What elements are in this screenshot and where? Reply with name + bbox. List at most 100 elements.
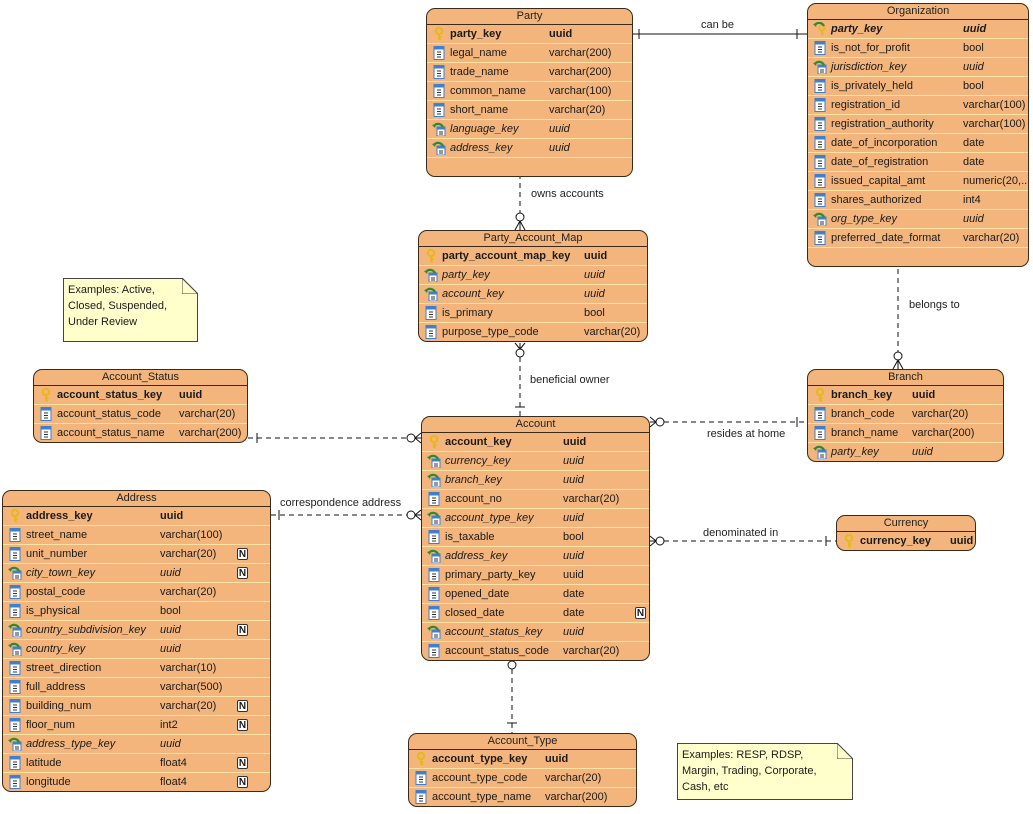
- note-type-examples: Examples: RESP, RDSP, Margin, Trading, C…: [677, 743, 853, 800]
- column-name: closed_date: [445, 607, 505, 619]
- column-name: language_key: [450, 123, 519, 135]
- column-type: uuid: [160, 624, 181, 636]
- primary-key-icon: [813, 387, 827, 402]
- column-name: is_privately_held: [831, 80, 913, 92]
- nullable-icon: N: [237, 719, 248, 731]
- column-name: account_status_code: [57, 408, 161, 420]
- entity-title: Account_Type: [409, 734, 636, 750]
- column-type: uuid: [160, 738, 181, 750]
- note-status-examples: Examples: Active, Closed, Suspended, Und…: [63, 278, 198, 342]
- column-name: registration_id: [831, 99, 901, 111]
- column-name: country_subdivision_key: [26, 624, 146, 636]
- entity-title: Account_Status: [34, 370, 247, 386]
- column-icon: [813, 174, 827, 188]
- foreign-key-icon: [8, 737, 22, 752]
- column-icon: [432, 65, 446, 79]
- column-type: uuid: [160, 510, 184, 522]
- column-type: varchar(20): [563, 493, 620, 505]
- column-type: date: [563, 588, 585, 600]
- column-name: date_of_incorporation: [831, 137, 938, 149]
- column-icon: [813, 117, 827, 131]
- column-type: uuid: [963, 61, 984, 73]
- column-name: account_type_name: [432, 791, 532, 803]
- zero-many-marker: [406, 509, 422, 521]
- column-name: full_address: [26, 681, 86, 693]
- column-icon: [39, 426, 53, 440]
- column-type: uuid: [179, 389, 203, 401]
- entity-title: Party_Account_Map: [419, 231, 647, 247]
